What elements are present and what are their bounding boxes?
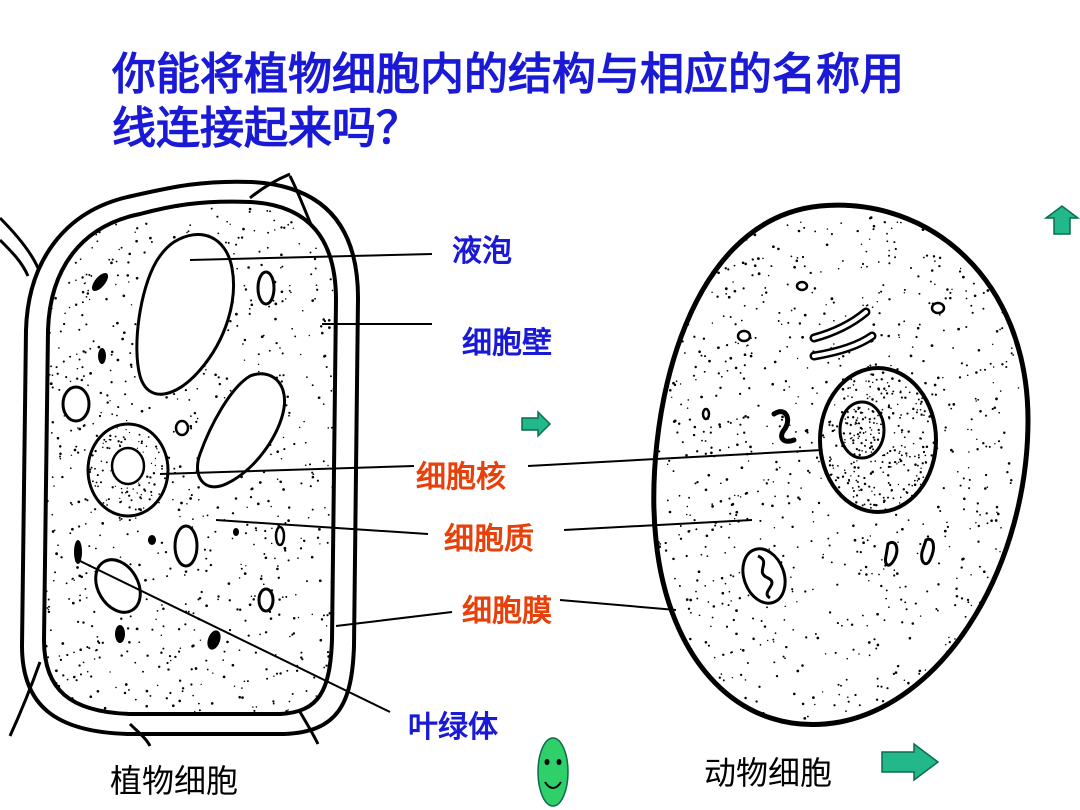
golgi-inner bbox=[812, 334, 874, 358]
organelle bbox=[930, 301, 946, 315]
connector-lines bbox=[77, 253, 823, 713]
plant-cell bbox=[0, 172, 361, 747]
mitochondrion-cristae bbox=[757, 554, 774, 600]
neighbor-wall bbox=[0, 216, 40, 269]
plant-nucleolus bbox=[110, 446, 146, 486]
line-membrane-animal bbox=[559, 599, 677, 611]
up-arrow-icon[interactable] bbox=[1043, 205, 1080, 235]
animal-cell bbox=[651, 202, 1031, 727]
label-cell-wall: 细胞壁 bbox=[462, 326, 552, 361]
question-title: 你能将植物细胞内的结构与相应的名称用 线连接起来吗？ bbox=[112, 48, 1012, 156]
plant-vacuole-small bbox=[196, 372, 287, 489]
organelle bbox=[884, 541, 899, 567]
caption-plant-cell: 植物细胞 bbox=[110, 762, 239, 800]
label-chloroplast: 叶绿体 bbox=[408, 710, 498, 745]
organelle bbox=[736, 329, 752, 343]
line-chloroplast bbox=[77, 559, 391, 713]
title-line-2: 线连接起来吗？ bbox=[112, 103, 420, 154]
chloroplast bbox=[207, 630, 221, 650]
smiley-icon[interactable] bbox=[537, 737, 569, 807]
organelle bbox=[173, 524, 199, 568]
plant-cell-wall bbox=[19, 179, 361, 736]
chloroplast bbox=[115, 625, 125, 643]
right-arrow-icon[interactable] bbox=[881, 742, 940, 782]
organelle bbox=[174, 419, 190, 437]
neighbor-wall bbox=[0, 238, 30, 277]
line-cytoplasm-plant bbox=[215, 519, 429, 535]
organelle bbox=[771, 409, 797, 444]
organelle bbox=[701, 407, 711, 421]
line-nucleus-animal bbox=[527, 449, 823, 467]
label-nucleus: 细胞核 bbox=[416, 460, 506, 495]
golgi-inner bbox=[812, 310, 868, 340]
neighbor-wall bbox=[8, 661, 42, 737]
organelle bbox=[257, 587, 275, 613]
caption-animal-cell: 动物细胞 bbox=[704, 754, 833, 792]
chloroplast bbox=[91, 272, 109, 292]
organelle bbox=[274, 525, 286, 547]
organelle bbox=[795, 280, 809, 292]
line-cytoplasm-animal bbox=[563, 519, 753, 531]
line-membrane-plant bbox=[335, 611, 453, 627]
line-vacuole bbox=[189, 253, 433, 261]
chloroplast bbox=[148, 535, 156, 545]
organelle bbox=[256, 270, 276, 306]
organelle bbox=[920, 537, 935, 566]
label-vacuole: 液泡 bbox=[452, 234, 512, 269]
animal-nucleolus-dots bbox=[842, 406, 882, 457]
label-cell-membrane: 细胞膜 bbox=[462, 594, 552, 629]
label-cytoplasm: 细胞质 bbox=[444, 522, 534, 557]
line-nucleus-plant bbox=[159, 465, 415, 475]
organelle bbox=[61, 385, 91, 423]
neighbor-wall bbox=[298, 711, 320, 745]
chloroplast bbox=[98, 348, 106, 364]
chloroplast bbox=[233, 528, 239, 536]
title-line-1: 你能将植物细胞内的结构与相应的名称用 bbox=[112, 49, 904, 100]
chloroplast bbox=[74, 540, 82, 564]
right-arrow-icon[interactable] bbox=[521, 410, 552, 438]
animal-nucleolus bbox=[838, 400, 886, 460]
organelle bbox=[94, 558, 142, 614]
